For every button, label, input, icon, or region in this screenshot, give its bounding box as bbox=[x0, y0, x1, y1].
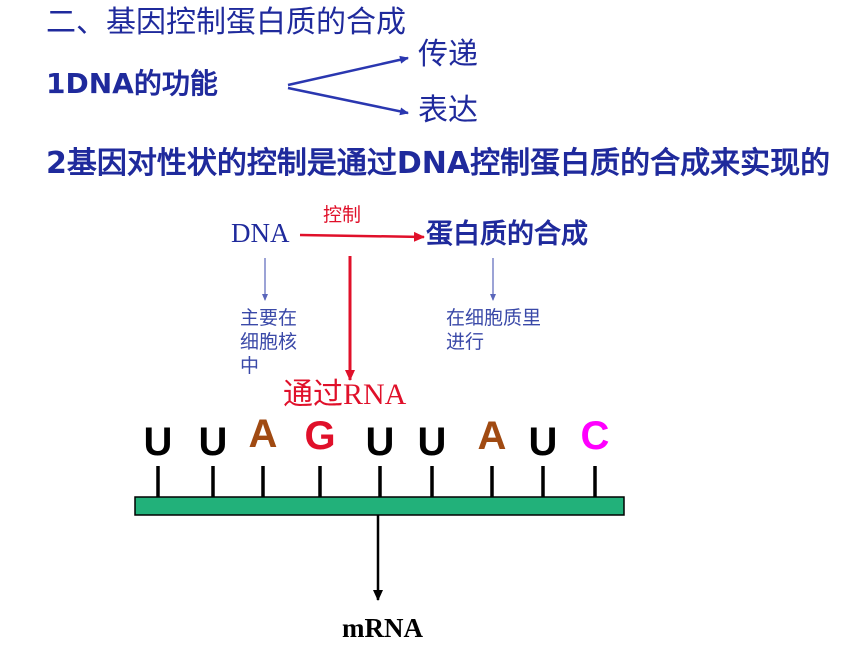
base-g-4: G bbox=[304, 414, 336, 458]
mrna-label: mRNA bbox=[342, 613, 423, 643]
branch-arrow-express bbox=[287, 86, 409, 116]
protein-location-note: 在细胞质里进行 bbox=[446, 307, 542, 353]
base-a-7: A bbox=[477, 414, 507, 458]
branch-transmit: 传递 bbox=[418, 37, 478, 72]
slide-heading: 二、基因控制蛋白质的合成 bbox=[46, 5, 406, 40]
base-u-6: U bbox=[417, 420, 447, 464]
base-u-1: U bbox=[143, 420, 173, 464]
base-u-2: U bbox=[198, 420, 228, 464]
protein-synthesis-label: 蛋白质的合成 bbox=[426, 219, 588, 250]
control-arrow bbox=[299, 231, 425, 242]
dna-function-label: 1DNA的功能 bbox=[46, 67, 218, 100]
base-ticks bbox=[156, 466, 597, 497]
via-rna-label: 通过RNA bbox=[283, 378, 407, 411]
base-u-5: U bbox=[365, 420, 395, 464]
base-a-3: A bbox=[248, 412, 278, 456]
statement-2: 2基因对性状的控制是通过DNA控制蛋白质的合成来实现的 bbox=[46, 146, 831, 181]
control-label: 控制 bbox=[323, 205, 362, 226]
dna-label: DNA bbox=[231, 218, 290, 248]
dna-location-note: 主要在细胞核中 bbox=[240, 307, 298, 377]
base-u-8: U bbox=[528, 420, 558, 464]
branch-arrow-transmit bbox=[287, 55, 409, 87]
mrna-strand bbox=[134, 496, 625, 516]
branch-express: 表达 bbox=[418, 93, 478, 128]
base-c-9: C bbox=[580, 414, 610, 458]
